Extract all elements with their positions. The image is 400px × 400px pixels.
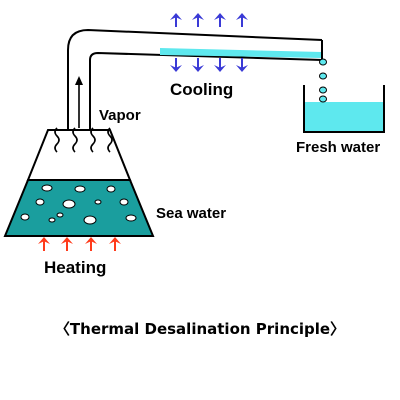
heating-label: Heating [44, 258, 106, 277]
boiling-flask [3, 129, 155, 237]
heating-arrows-icon [38, 237, 121, 251]
cooling-down-arrow-icon [214, 58, 226, 72]
heating-arrow-icon [61, 237, 73, 251]
diagram-caption: 〈Thermal Desalination Principle〉 [55, 320, 345, 338]
fresh-water-beaker [303, 85, 385, 133]
cooling-arrows-icon [170, 13, 248, 72]
heating-arrow-icon [109, 237, 121, 251]
cooling-down-arrow-icon [236, 58, 248, 72]
bubbles [20, 184, 137, 225]
cooling-down-arrow-icon [170, 58, 182, 72]
vapor-label: Vapor [99, 107, 141, 124]
cooling-label: Cooling [170, 80, 233, 99]
sea-water-fill [3, 179, 155, 237]
heating-arrow-icon [38, 237, 50, 251]
cooling-up-arrow-icon [214, 13, 226, 27]
vapor-arrow-icon [75, 76, 83, 128]
cooling-up-arrow-icon [236, 13, 248, 27]
cooling-up-arrow-icon [170, 13, 182, 27]
cooling-down-arrow-icon [192, 58, 204, 72]
sea-water-label: Sea water [156, 205, 226, 222]
cooling-up-arrow-icon [192, 13, 204, 27]
fresh-water-label: Fresh water [296, 139, 380, 156]
condensed-water-in-pipe [160, 48, 322, 58]
fresh-water-droplets [319, 58, 327, 94]
vapor-pipe [67, 28, 323, 130]
heating-arrow-icon [85, 237, 97, 251]
vapor-icon [54, 127, 113, 153]
